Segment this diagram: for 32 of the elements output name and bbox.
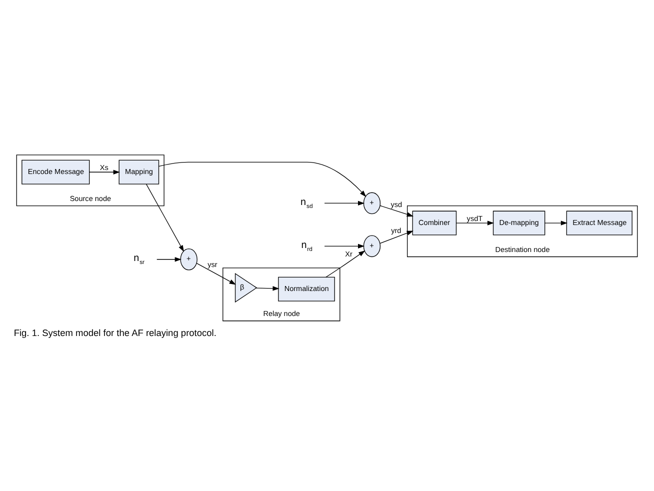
node-ellipse: + — [363, 192, 381, 214]
arrow — [380, 205, 414, 217]
arrow — [324, 244, 365, 248]
arrow — [156, 257, 182, 262]
edge-label: ysd — [390, 200, 402, 210]
arrow — [456, 220, 494, 226]
node-box: Encode Message — [22, 160, 90, 184]
node-box: Normalization — [278, 276, 335, 302]
node-box: Mapping — [118, 160, 160, 184]
node-ellipse: + — [363, 235, 381, 258]
arrow — [380, 230, 414, 244]
edge-label: yrd — [391, 226, 402, 235]
edge-label: ysr — [208, 260, 218, 270]
arrow — [158, 162, 366, 197]
caption: Fig. 1. System model for the AF relaying protocol. — [14, 328, 216, 338]
edge-label: Xr — [345, 250, 352, 259]
node-text: n$_{sr}$ — [134, 253, 145, 266]
arrow — [324, 200, 365, 206]
arrow — [326, 250, 366, 278]
edge-label: Xs — [100, 163, 108, 172]
node-text: n$_{rd}$ — [301, 240, 312, 253]
node-text: n$_{sd}$ — [300, 196, 313, 210]
edge-label: ysdT — [466, 214, 483, 223]
node-ellipse: + — [180, 248, 198, 270]
node-box: De-mapping — [492, 210, 546, 236]
arrow — [256, 286, 280, 291]
arrow — [89, 170, 120, 174]
node-box: Combiner — [412, 210, 457, 236]
arrow — [196, 262, 236, 285]
arrow — [146, 184, 184, 252]
node-box: Extract Message — [566, 210, 632, 236]
arrow — [544, 220, 568, 226]
